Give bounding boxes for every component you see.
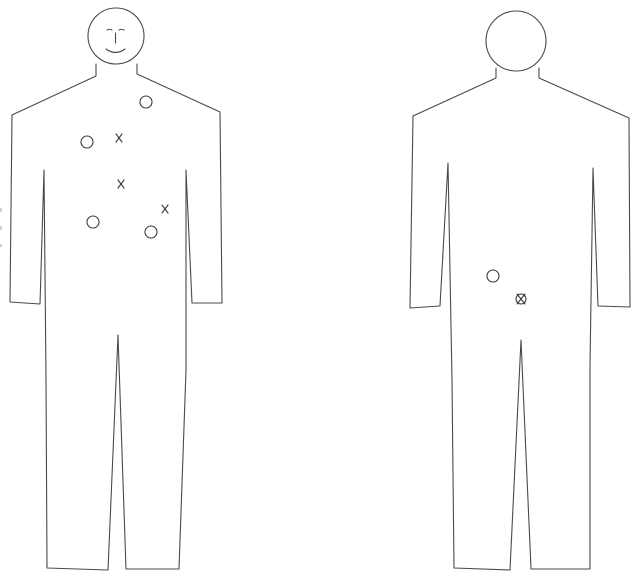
circle-marker-front-1 <box>140 96 152 108</box>
back-head <box>486 11 546 71</box>
face-eyes <box>107 29 124 30</box>
cross-marker-front-4 <box>118 180 124 188</box>
circle-marker-back-1 <box>487 270 499 282</box>
circle-cross-marker-back-2 <box>516 294 526 304</box>
front-body-outline <box>10 64 222 570</box>
circle-marker-front-6 <box>87 216 99 228</box>
circle-marker-front-2 <box>81 136 93 148</box>
back-figure <box>410 11 630 570</box>
circle-marker-front-7 <box>145 226 157 238</box>
cross-marker-front-3 <box>116 134 122 142</box>
marks-layer <box>81 96 526 304</box>
cross-marker-front-5 <box>162 205 168 213</box>
front-figure <box>10 8 222 570</box>
face-smile <box>106 49 125 53</box>
face <box>106 29 125 52</box>
scan-artifacts <box>0 208 2 247</box>
back-body-outline <box>410 68 630 570</box>
